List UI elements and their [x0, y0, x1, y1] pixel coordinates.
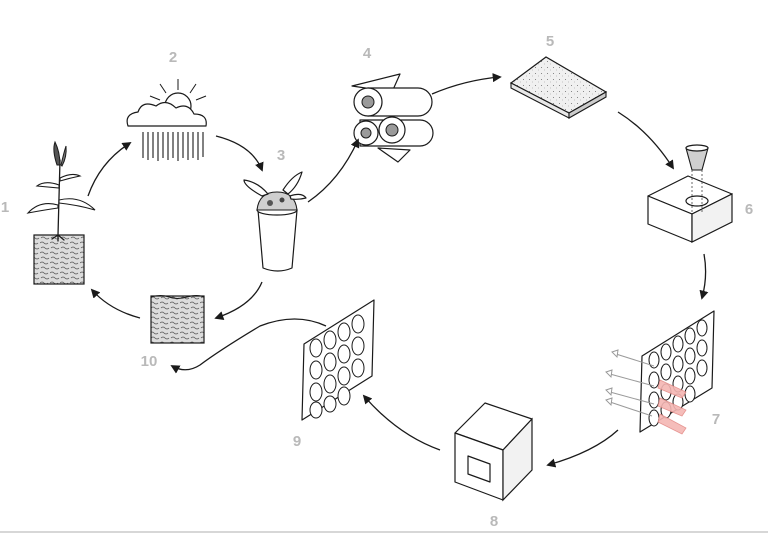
step-8: 8 — [454, 402, 533, 530]
compost-bucket-icon — [243, 171, 307, 272]
step-label-4: 4 — [363, 45, 372, 62]
textured-sheet-icon — [509, 56, 608, 119]
arrow-10-to-1 — [90, 288, 141, 319]
arrow-6-to-7 — [699, 253, 709, 300]
arrow-4-to-5 — [431, 73, 502, 95]
arrow-3-to-10 — [214, 281, 263, 321]
step-4: 4 — [351, 45, 434, 163]
arrow-8-to-9 — [362, 394, 441, 451]
perforated-panel-arrows-icon — [605, 310, 715, 435]
sun-rain-cloud-icon — [126, 79, 207, 161]
perforated-panel-icon — [301, 299, 375, 421]
step-label-6: 6 — [745, 201, 753, 218]
step-label-10: 10 — [141, 353, 158, 370]
plant-in-soil-icon — [26, 140, 96, 285]
step-9: 9 — [293, 299, 375, 450]
step-label-5: 5 — [546, 33, 554, 50]
soil-block-icon — [150, 295, 205, 344]
arrow-5-to-6 — [617, 111, 674, 170]
bottom-divider — [0, 531, 768, 533]
arrow-2-to-3 — [215, 135, 264, 172]
mold-box-icon — [647, 144, 733, 243]
step-label-2: 2 — [169, 49, 177, 66]
arrow-1-to-2 — [87, 142, 132, 197]
step-label-1: 1 — [1, 199, 9, 216]
step-5: 5 — [509, 33, 608, 119]
arrow-9-to-10 — [170, 318, 327, 374]
step-7: 7 — [605, 310, 720, 435]
step-label-7: 7 — [712, 411, 720, 428]
step-label-8: 8 — [490, 513, 498, 530]
step-2: 2 — [126, 49, 207, 161]
arrow-7-to-8 — [546, 429, 619, 468]
cube-icon — [454, 402, 533, 502]
step-1: 1 — [1, 140, 96, 285]
step-6: 6 — [647, 144, 753, 243]
arrow-3-to-4 — [307, 138, 360, 203]
step-3: 3 — [243, 147, 307, 272]
cycle-arrows — [87, 73, 709, 468]
step-label-3: 3 — [277, 147, 285, 164]
step-10: 10 — [141, 295, 205, 370]
step-label-9: 9 — [293, 433, 301, 450]
rolls-icon — [351, 73, 434, 163]
